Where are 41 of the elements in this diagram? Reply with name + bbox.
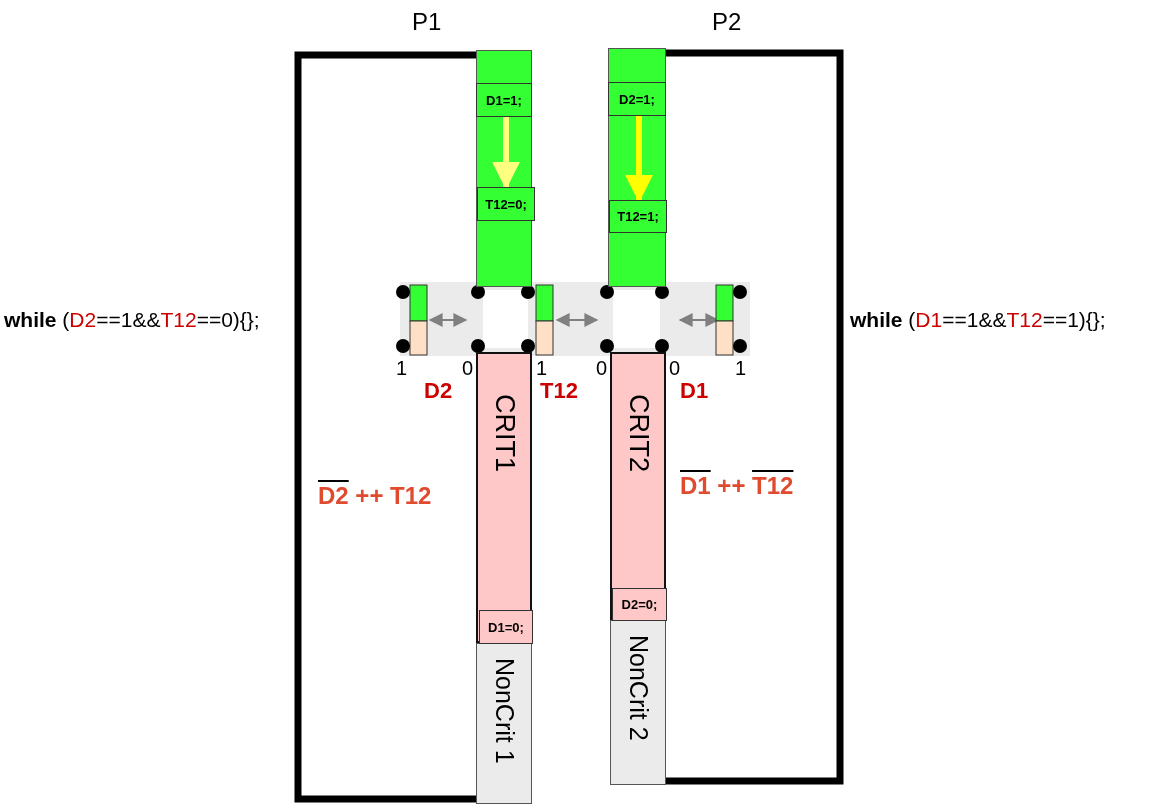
node-text: T12=0; <box>485 197 527 211</box>
switch-position: 0 <box>596 358 608 378</box>
node-text: CRIT1 <box>490 394 518 472</box>
statement-box <box>479 610 533 644</box>
variable-name: D1 <box>680 380 709 402</box>
node-text: D2=1; <box>619 92 655 106</box>
process-label: P2 <box>712 10 742 34</box>
switch-position: 1 <box>396 358 408 378</box>
switch-position: 0 <box>462 358 474 378</box>
critical-section-bar <box>476 352 532 643</box>
statement-box <box>477 187 535 221</box>
node-text: CRIT2 <box>624 394 652 472</box>
node-text: D1=0; <box>488 620 524 634</box>
process-label: P1 <box>412 10 442 34</box>
code-bar <box>476 50 532 287</box>
variable-name: T12 <box>540 380 578 402</box>
condition-formula: D1 ++ T12 <box>680 471 794 498</box>
switch-position: 1 <box>735 358 747 378</box>
node-text: D2=0; <box>621 598 658 611</box>
code-statement: while (D1==1&&T12==1){}; <box>850 309 1106 330</box>
flow-arrow <box>625 116 653 203</box>
statement-box <box>609 200 667 233</box>
statement-box <box>476 83 532 117</box>
node-text: NonCrit 1 <box>491 658 517 764</box>
code-bar <box>608 48 666 287</box>
switch-position: 0 <box>669 358 681 378</box>
critical-section-bar <box>610 352 666 620</box>
node-text: NonCrit 2 <box>625 635 651 741</box>
statement-box <box>608 82 666 116</box>
loop-line <box>666 49 844 785</box>
condition-formula: D2 ++ T12 <box>318 481 432 508</box>
noncritical-section-bar <box>610 620 666 785</box>
node-text: T12=1; <box>617 210 659 223</box>
switch-position: 1 <box>536 358 548 378</box>
node-text: D1=1; <box>486 93 522 107</box>
loop-line <box>294 51 476 803</box>
code-statement: while (D2==1&&T12==0){}; <box>4 309 260 330</box>
flow-arrow <box>492 117 520 190</box>
statement-box <box>612 588 667 621</box>
variable-name: D2 <box>424 380 453 402</box>
noncritical-section-bar <box>476 643 532 804</box>
